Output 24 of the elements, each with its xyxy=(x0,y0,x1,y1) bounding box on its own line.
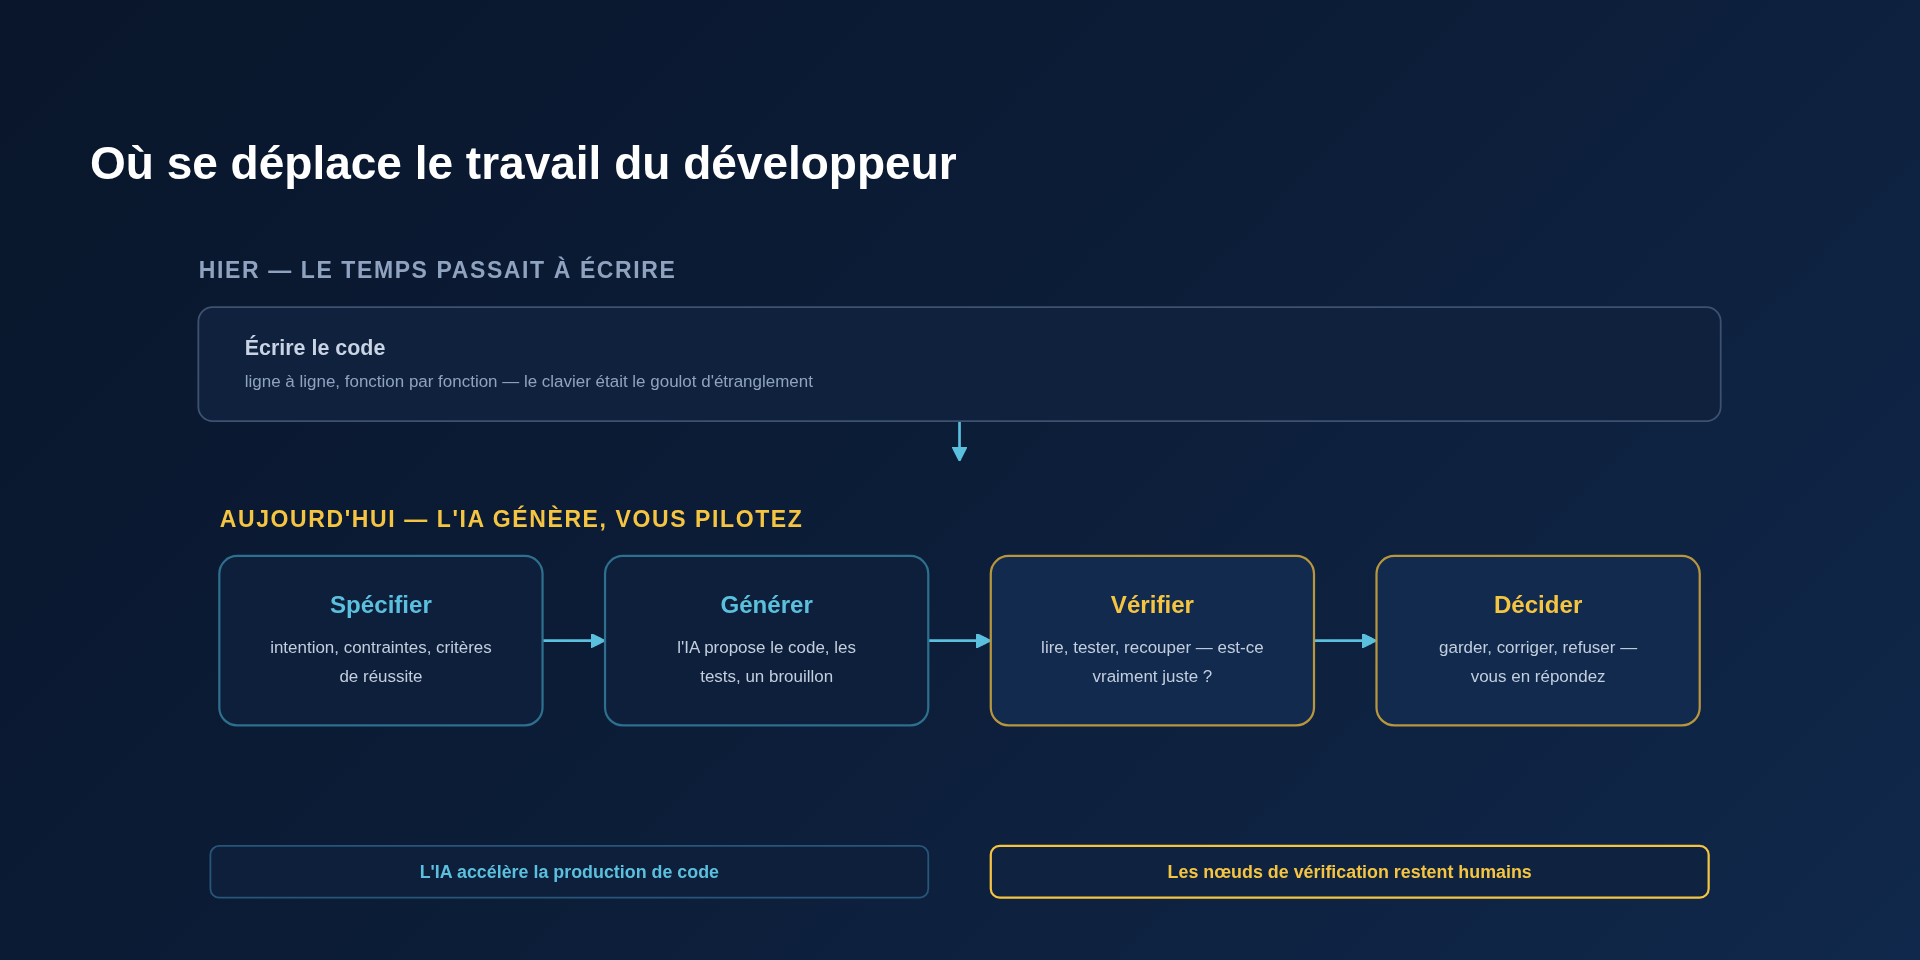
step-box xyxy=(1375,554,1702,727)
diagram-title: Où se déplace le travail du développeur xyxy=(90,136,957,191)
step-box xyxy=(990,554,1316,727)
box-heading: Écrire le code xyxy=(245,334,386,362)
box-description: lire, tester, recouper — est-ce vraiment juste ? xyxy=(1041,637,1265,688)
box-heading: Spécifier xyxy=(330,590,433,621)
box-description: ligne à ligne, fonction par fonction — le clavier était le goulot d'étranglement xyxy=(245,370,814,393)
banner-box xyxy=(209,845,930,899)
step-box xyxy=(218,554,545,727)
banner-box xyxy=(990,844,1711,899)
box-description: l'IA propose le code, les tests, un brouillon xyxy=(676,637,858,688)
box-description: garder, corriger, refuser — vous en répondez xyxy=(1438,637,1639,688)
box-heading: Vérifier xyxy=(1111,590,1195,621)
arrow xyxy=(952,421,968,463)
step-box xyxy=(604,554,930,727)
banner-text: L'IA accélère la production de code xyxy=(420,860,720,884)
banner-text: Les nœuds de vérification restent humains xyxy=(1168,860,1533,884)
arrow xyxy=(928,632,992,649)
box-heading: Décider xyxy=(1494,590,1583,621)
task-box xyxy=(197,306,1723,423)
box-heading: Générer xyxy=(720,590,814,621)
box-description: intention, contraintes, critères de réussite xyxy=(269,637,493,688)
section-heading: AUJOURD'HUI — L'IA GÉNÈRE, VOUS PILOTEZ xyxy=(219,505,804,534)
section-heading: HIER — LE TEMPS PASSAIT À ÉCRIRE xyxy=(198,257,677,285)
